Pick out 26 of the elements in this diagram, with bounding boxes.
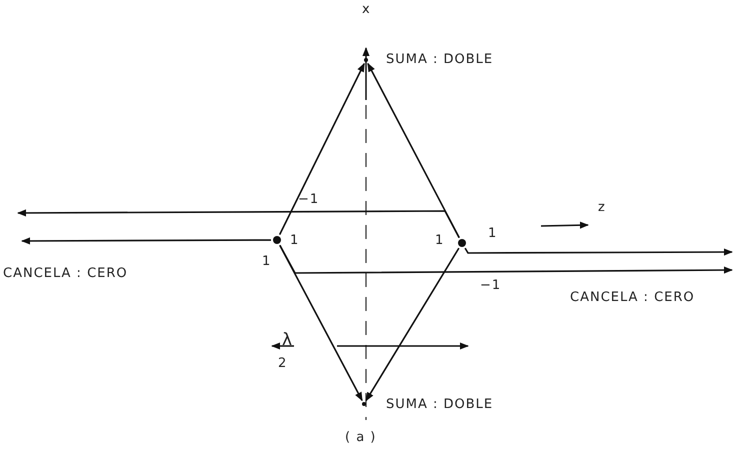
note: CANCELA : CERO — [3, 266, 128, 281]
note: CANCELA : CERO — [570, 290, 695, 305]
amplitude-label: 1 — [262, 254, 272, 269]
arrow — [278, 62, 365, 235]
figure-caption: ( a ) — [345, 430, 376, 445]
amplitude-label: −1 — [298, 192, 320, 207]
amplitude-label: 1 — [290, 233, 300, 248]
wavelength-symbol: λ — [282, 330, 294, 350]
source-point — [273, 236, 281, 244]
arrow — [21, 237, 271, 245]
meeting-point — [362, 402, 366, 406]
amplitude-label: 1 — [435, 233, 444, 248]
point-caption: SUMA : DOBLE — [386, 397, 494, 412]
axis-label: z — [598, 200, 606, 215]
arrow — [365, 248, 460, 402]
arrow — [17, 209, 460, 238]
point-caption: SUMA : DOBLE — [386, 52, 494, 67]
amplitude-label: −1 — [480, 278, 502, 293]
axis-label: x — [362, 2, 371, 17]
arrow — [279, 244, 363, 402]
amplitude-label: 1 — [488, 226, 498, 241]
meeting-point — [364, 58, 368, 62]
fraction-denominator: 2 — [278, 356, 288, 371]
arrow — [279, 244, 733, 274]
arrow — [464, 248, 733, 256]
source-point — [458, 239, 466, 247]
